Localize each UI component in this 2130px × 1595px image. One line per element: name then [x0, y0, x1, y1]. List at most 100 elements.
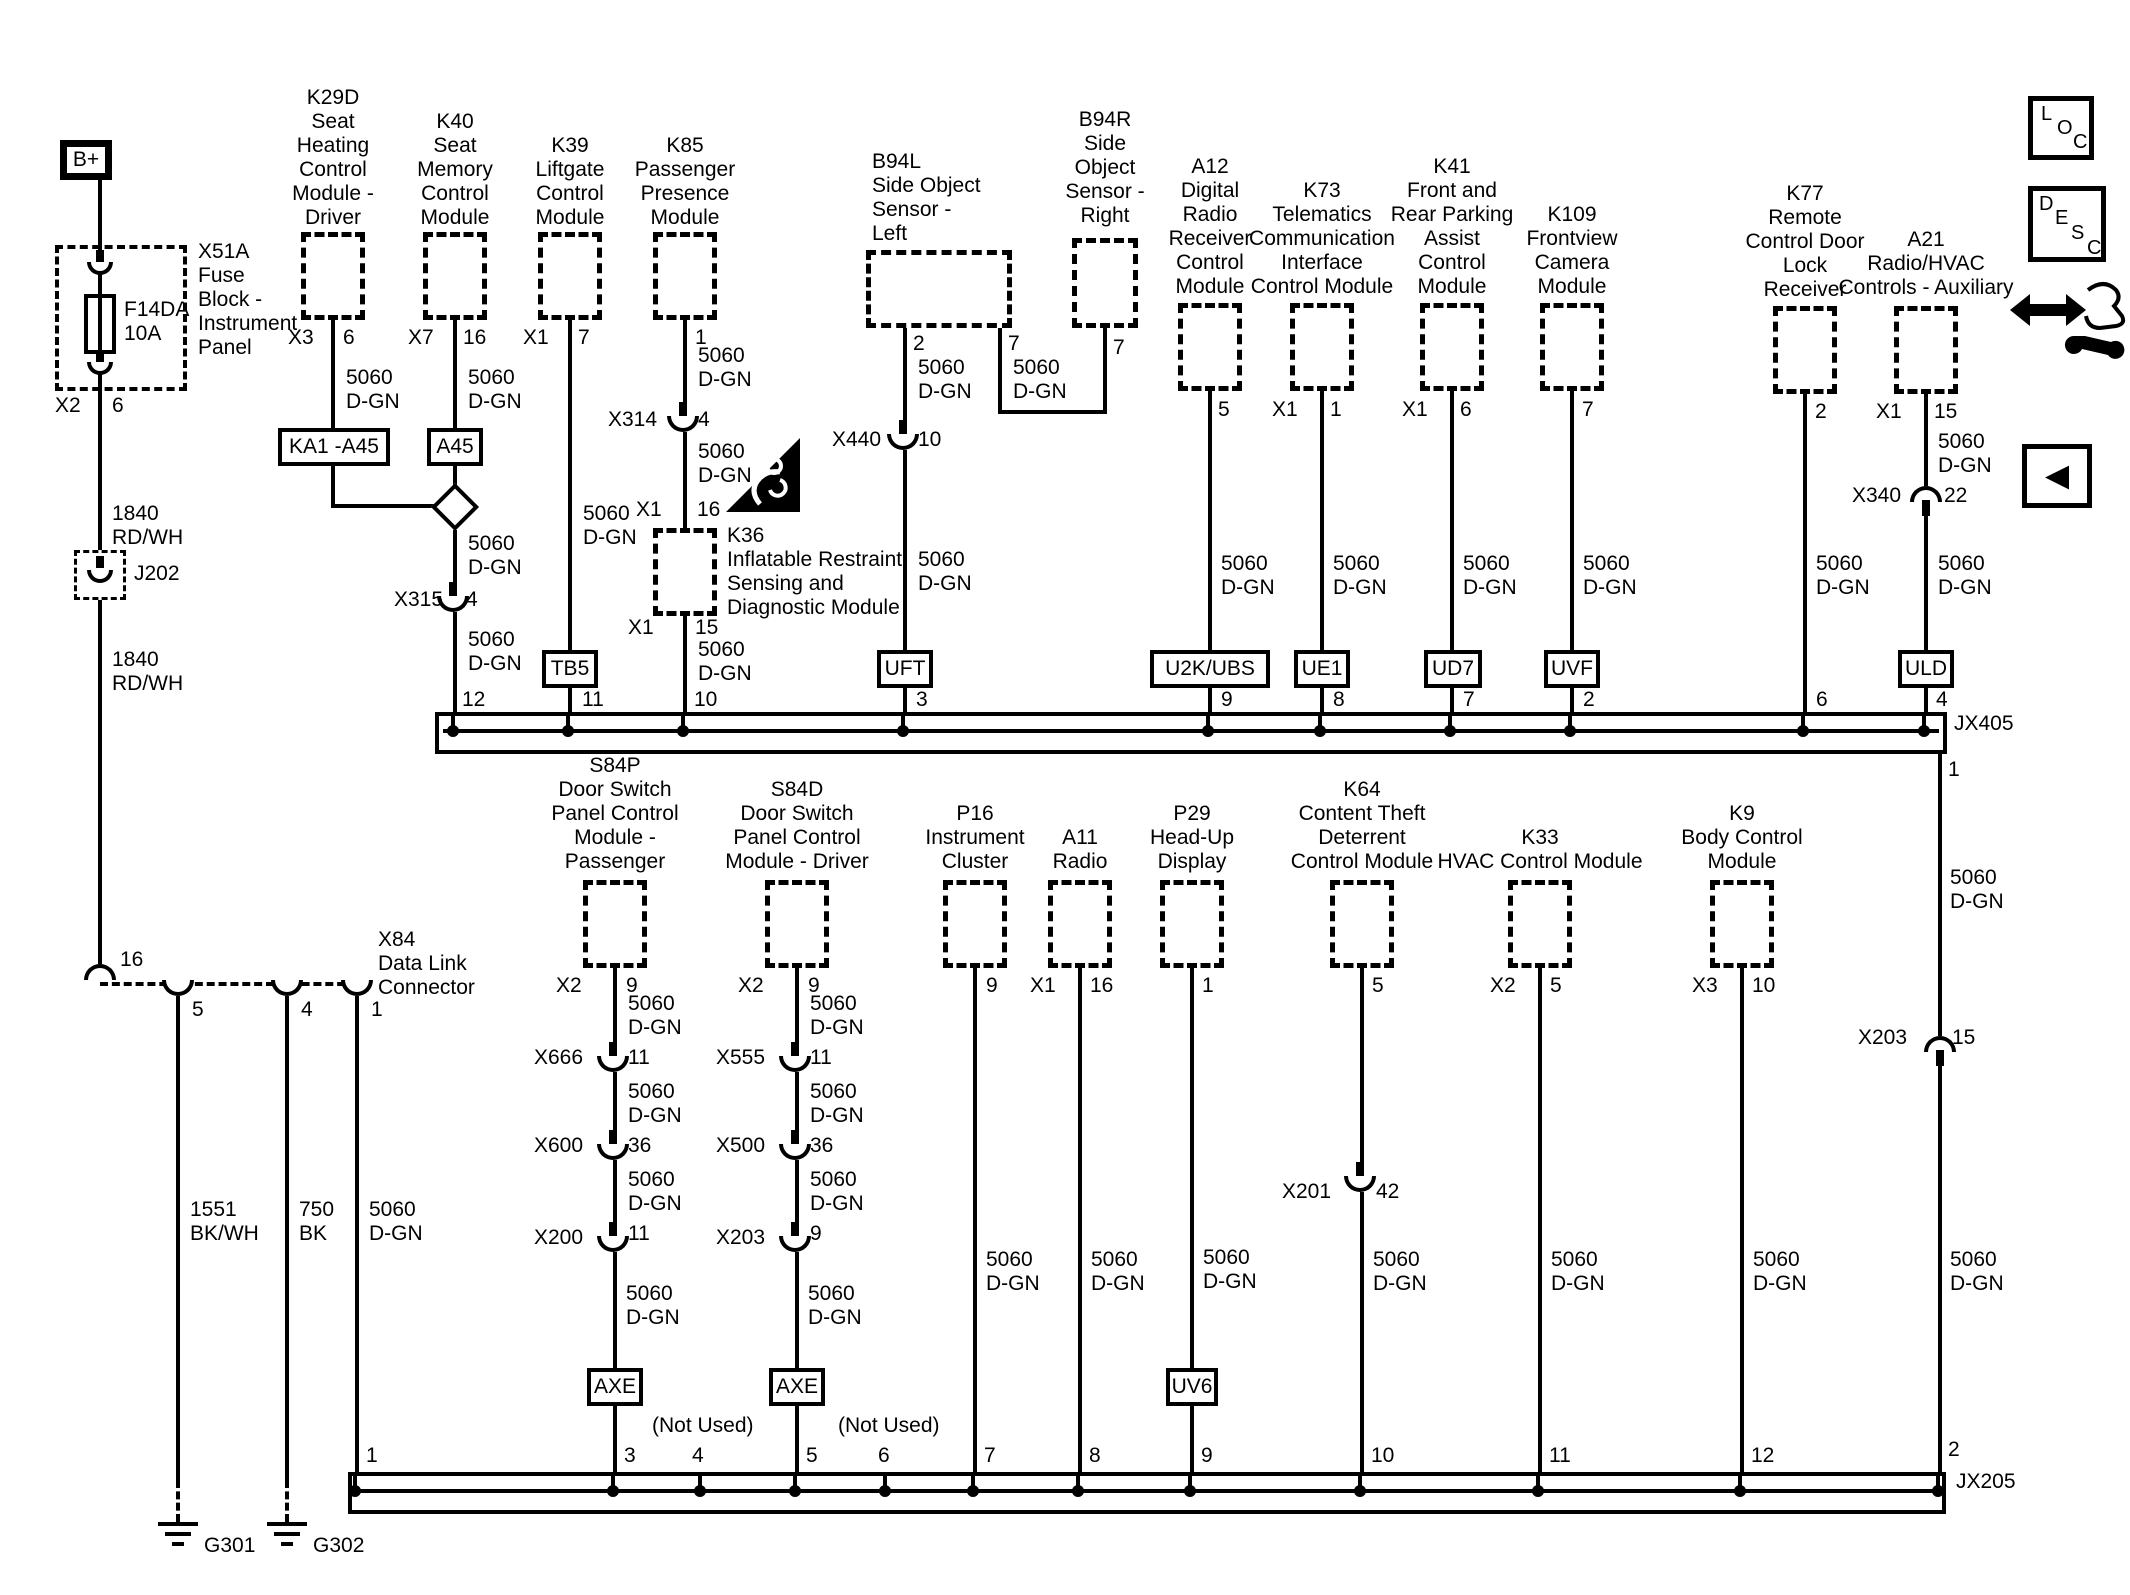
wire-color-label: 5060 D-GN	[1938, 552, 1992, 599]
module-box-k73	[1290, 303, 1354, 391]
circuit-tag-ud7: UD7	[1424, 650, 1482, 688]
bus-stub	[1922, 716, 1926, 731]
connector-stub	[899, 420, 907, 436]
module-box-a11	[1048, 880, 1112, 968]
circuit-tag-label: AXE	[593, 1375, 637, 1398]
module-box-a21	[1894, 306, 1958, 394]
wire-segment	[331, 466, 335, 508]
connector-label-x440: X440	[832, 428, 882, 451]
connector-terminal	[87, 362, 113, 375]
inline-connector-x340	[1910, 486, 1942, 502]
wire-color-label: 5060 D-GN	[1221, 552, 1275, 599]
connector-label: X2	[738, 974, 764, 997]
pin-label: 5	[806, 1444, 818, 1467]
connector-title-x84: X84 Data Link Connector	[378, 928, 475, 999]
connector-label-x315: X315	[394, 588, 444, 611]
desc-button[interactable]: D E S C	[2028, 186, 2106, 262]
module-title-b94l: B94L Side Object Sensor - Left	[872, 150, 981, 245]
loc-button[interactable]: L O C	[2028, 96, 2094, 160]
wire-segment	[331, 320, 335, 428]
connector-label-x600: X600	[534, 1134, 584, 1157]
wire-segment	[1208, 391, 1212, 650]
inline-connector-x201	[1344, 1176, 1376, 1192]
wire-segment	[453, 320, 457, 428]
pin-label: 16	[1090, 974, 1114, 997]
connector-label: X1	[636, 498, 662, 521]
splice-diamond	[430, 482, 480, 532]
inline-connector-x666	[597, 1056, 629, 1072]
pin-label: 2	[1583, 688, 1595, 711]
circuit-tag-label: UD7	[1431, 657, 1474, 680]
pin-label: 36	[628, 1134, 652, 1157]
wire-segment	[1570, 688, 1574, 712]
module-box-b94l	[866, 250, 1012, 328]
loc-letter-l: L	[2041, 103, 2053, 125]
inline-connector-x440	[887, 434, 919, 450]
connector-label-j202: J202	[134, 562, 180, 585]
pointer-wrench-icon[interactable]	[2008, 274, 2126, 366]
bus-stub	[901, 716, 905, 731]
wire-color-label: 5060 D-GN	[626, 1282, 680, 1329]
wire-color-label: 5060 D-GN	[1333, 552, 1387, 599]
module-box-k64	[1330, 880, 1394, 968]
pin-label: 8	[1333, 688, 1345, 711]
connector-stub	[791, 1042, 799, 1058]
circuit-tag-label: A45	[436, 435, 474, 458]
module-title-k109: K109 Frontview Camera Module	[1526, 203, 1618, 298]
wire-color-label: 5060 D-GN	[1938, 430, 1992, 477]
wire-color-label: 5060 D-GN	[1551, 1248, 1605, 1295]
module-title-s84d: S84D Door Switch Panel Control Module - …	[725, 778, 869, 873]
bus-line	[356, 1489, 1938, 1493]
bus-dot	[1444, 725, 1456, 737]
wire-segment	[1360, 968, 1364, 1162]
wire-segment	[285, 996, 289, 1480]
circuit-tag-axe: AXE	[587, 1368, 643, 1406]
bus-stub	[1448, 716, 1452, 731]
wire-segment	[1450, 391, 1454, 650]
pin-label: 2	[913, 332, 925, 355]
pin-label: 4	[692, 1444, 704, 1467]
pin-label: 6	[878, 1444, 890, 1467]
pin-label: 7	[1113, 336, 1125, 359]
connector-stub	[609, 1042, 617, 1058]
wire-segment	[1190, 1406, 1194, 1472]
circuit-tag-label: UFT	[884, 657, 926, 680]
pin-label: 4	[466, 588, 478, 611]
connector-terminal	[87, 262, 113, 275]
module-box-p16	[943, 880, 1007, 968]
module-title-a21: A21 Radio/HVAC Controls - Auxiliary	[1838, 228, 2014, 299]
pin-label: 6	[1460, 398, 1472, 421]
back-button[interactable]: ◄	[2022, 444, 2092, 508]
bus-dot	[897, 725, 909, 737]
connector-label-x500: X500	[716, 1134, 766, 1157]
circuit-tag-u2k-ubs: U2K/UBS	[1150, 650, 1270, 688]
connector-terminal	[341, 980, 373, 996]
wire-segment	[903, 450, 907, 650]
module-box-k109	[1540, 303, 1604, 391]
pin-label: 11	[628, 1222, 650, 1245]
wire-segment	[1740, 968, 1744, 1472]
pin-label: 2	[1948, 1438, 1960, 1461]
fuse-f14da	[84, 294, 116, 354]
pin-label: 4	[698, 408, 710, 431]
wire-color-label: 1551 BK/WH	[190, 1198, 259, 1245]
bus-stub	[451, 716, 455, 731]
ground-symbol-g302	[267, 1522, 307, 1546]
wire-segment	[1538, 968, 1542, 1472]
circuit-tag-label: AXE	[775, 1375, 819, 1398]
pin-label: 5	[1372, 974, 1384, 997]
wire-segment	[1320, 688, 1324, 712]
pin-label: 1	[366, 1444, 378, 1467]
connector-label: X2	[1490, 974, 1516, 997]
wire-color-label: 5060 D-GN	[468, 532, 522, 579]
bus-label-jx205: JX205	[1956, 1470, 2016, 1493]
pin-label: 9	[1221, 688, 1233, 711]
module-title-s84p: S84P Door Switch Panel Control Module - …	[551, 754, 679, 873]
circuit-tag-ka1-a45: KA1 -A45	[278, 428, 390, 466]
circuit-tag-uld: ULD	[1898, 650, 1954, 688]
wire-segment	[998, 410, 1107, 414]
wire-color-label: 5060 D-GN	[468, 628, 522, 675]
wire-segment	[1938, 1066, 1942, 1472]
bus-stub	[1536, 1476, 1540, 1491]
wire-color-label: 5060 D-GN	[808, 1282, 862, 1329]
